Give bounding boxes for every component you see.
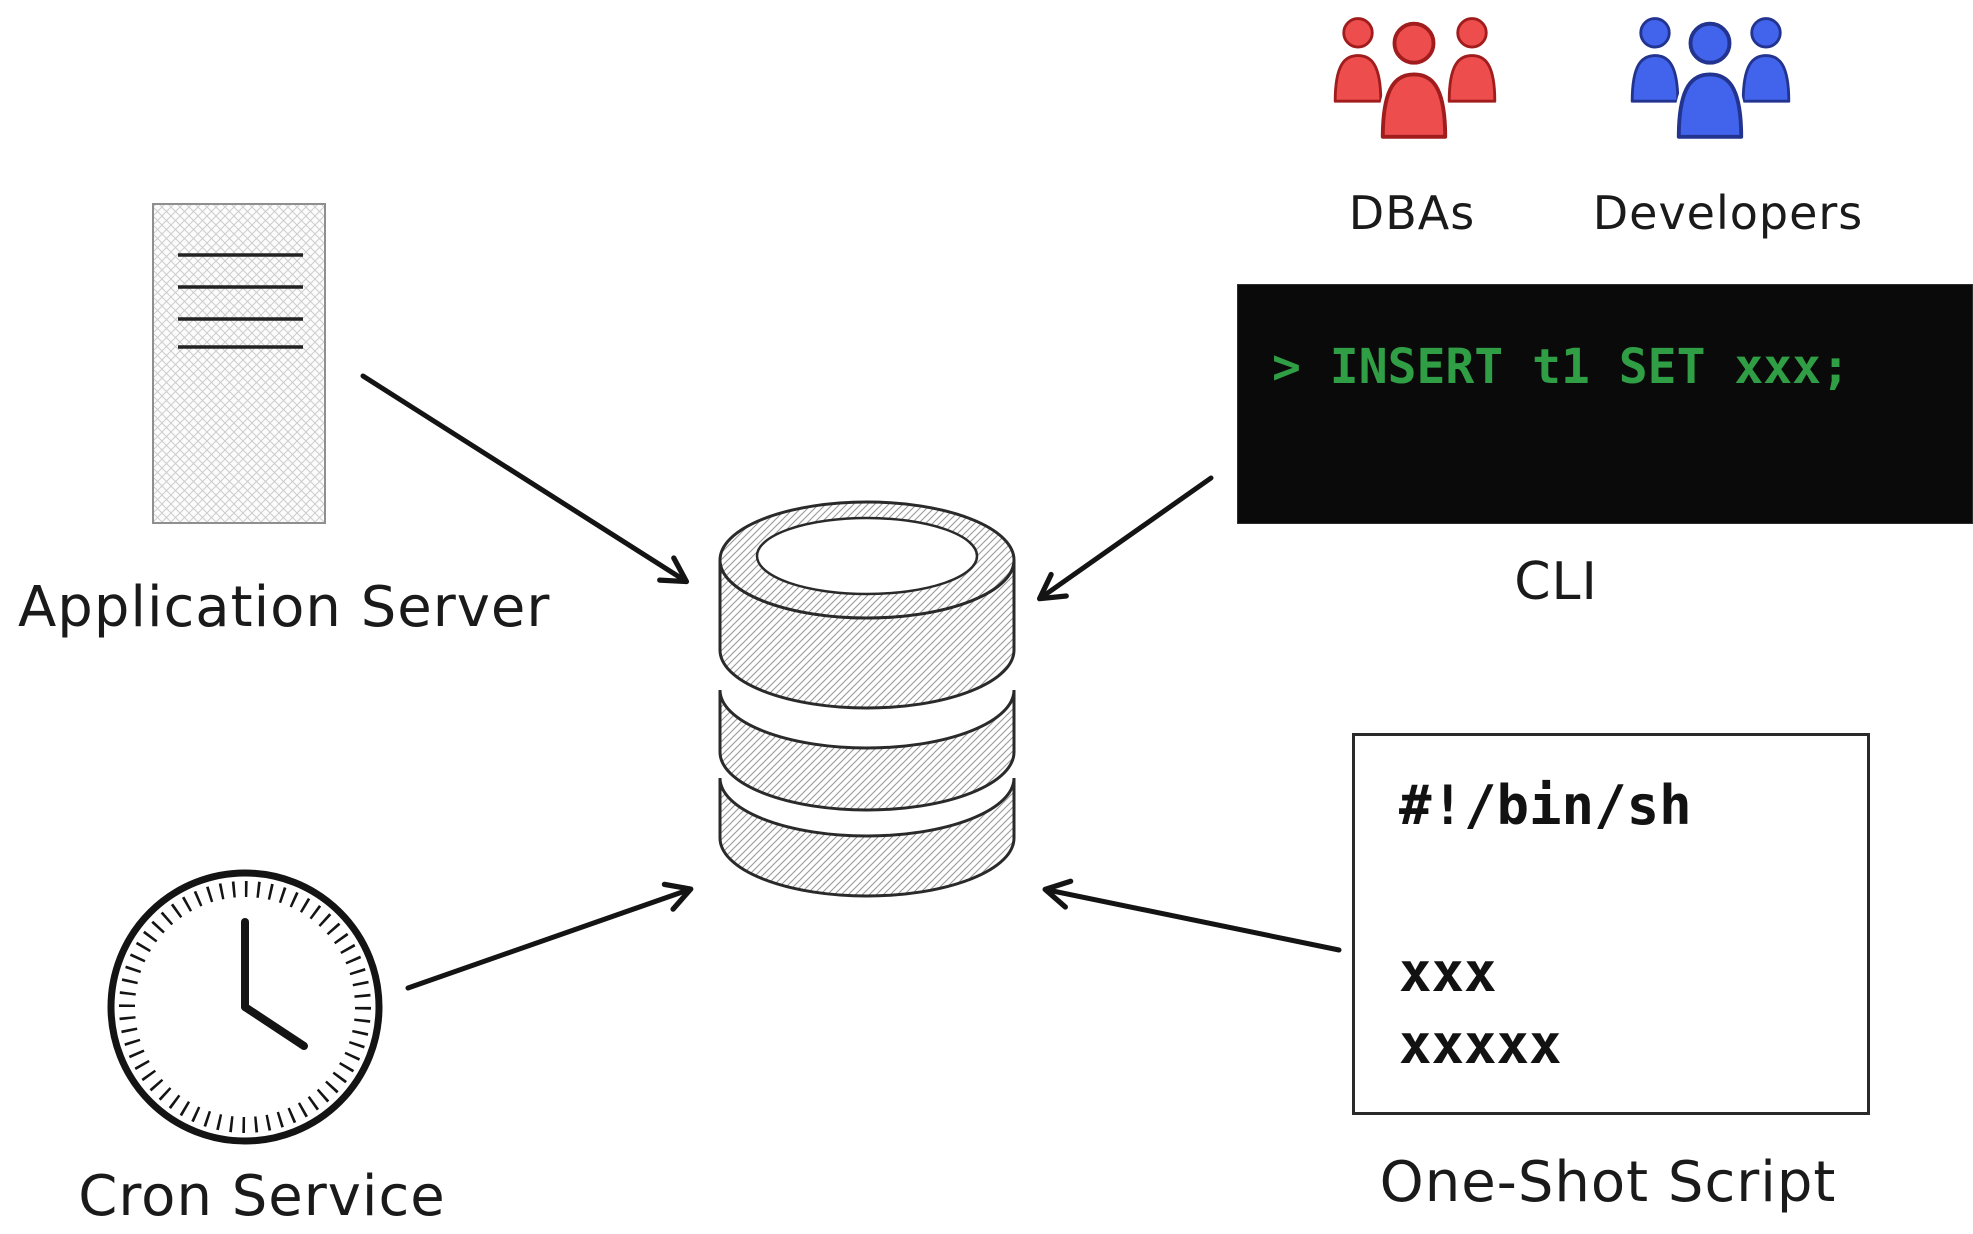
- cli-label: CLI: [1514, 552, 1598, 612]
- script-line-shebang: #!/bin/sh: [1399, 774, 1692, 837]
- cli-command-text: > INSERT t1 SET xxx;: [1272, 339, 1850, 395]
- database-icon: [718, 500, 1016, 898]
- arrows: [360, 373, 1342, 991]
- cron-service-label: Cron Service: [78, 1164, 446, 1229]
- one-shot-script-label: One-Shot Script: [1379, 1150, 1837, 1215]
- script-line-1: xxx: [1399, 941, 1497, 1005]
- arrow-app-server-to-database: [360, 373, 690, 585]
- document-icon: [152, 203, 326, 524]
- dbas-people-icon: [1333, 17, 1497, 142]
- arrow-cron-to-database: [405, 881, 694, 991]
- arrow-cli-to-database: [1036, 475, 1214, 602]
- clock-icon: [107, 869, 383, 1145]
- dbas-label: DBAs: [1348, 186, 1476, 240]
- cli-terminal-window: > INSERT t1 SET xxx;: [1237, 284, 1973, 524]
- developers-people-icon: [1630, 17, 1791, 142]
- developers-label: Developers: [1592, 186, 1864, 240]
- one-shot-script-box: #!/bin/sh xxx xxxxx: [1352, 733, 1870, 1115]
- clock-hour-hand: [241, 1003, 308, 1050]
- script-line-2: xxxxx: [1399, 1012, 1562, 1076]
- arrow-script-to-database: [1042, 878, 1342, 953]
- application-server-label: Application Server: [18, 575, 551, 640]
